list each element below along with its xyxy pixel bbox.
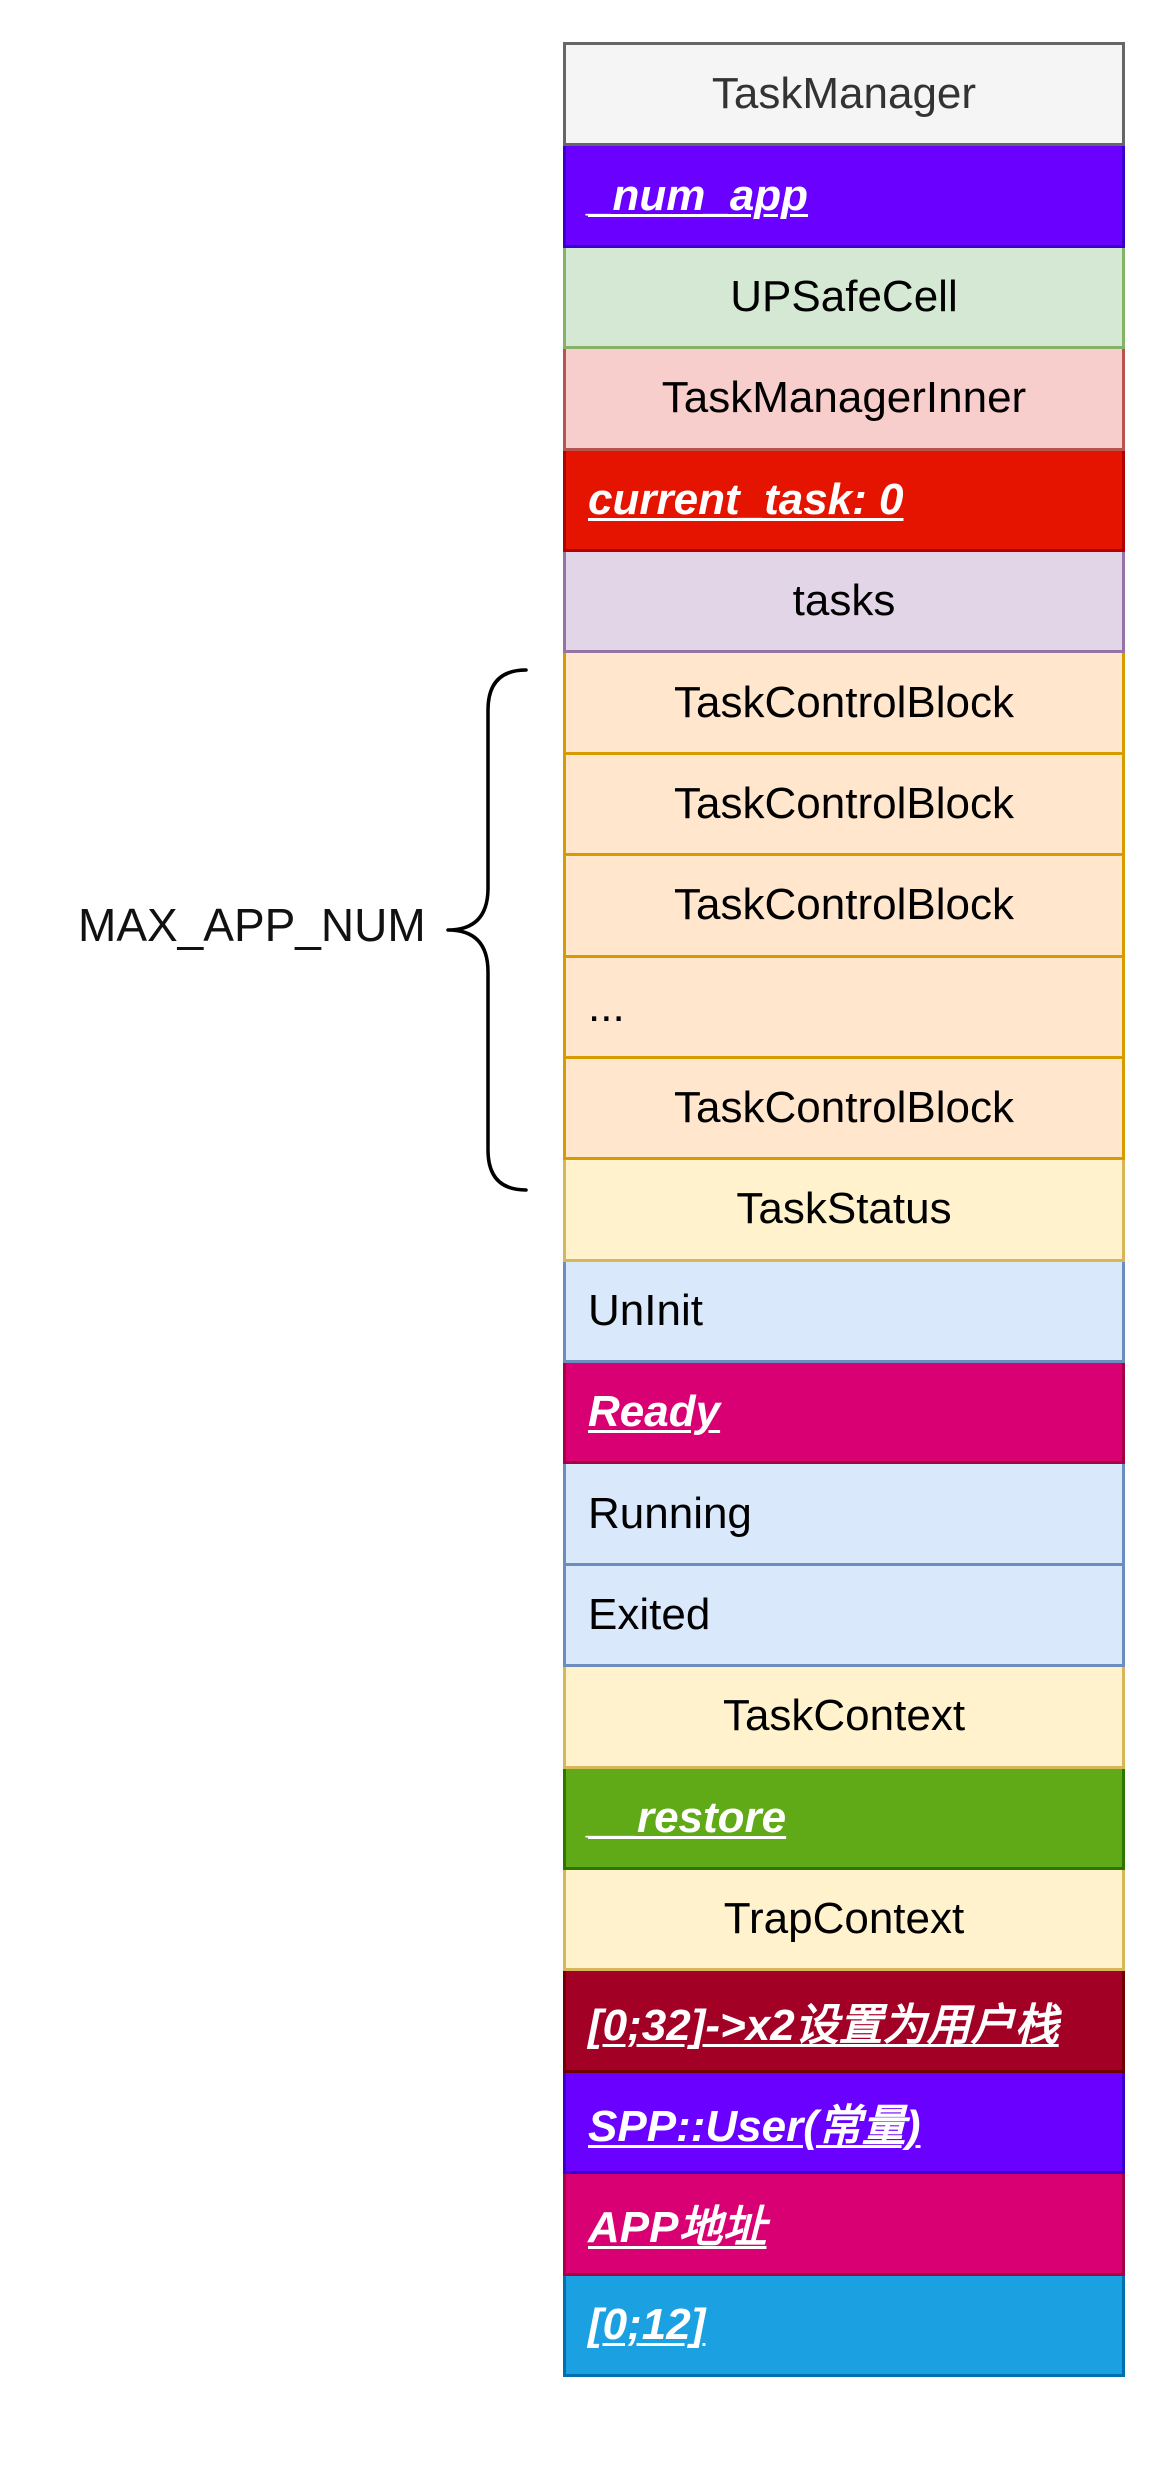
task-control-block-last: TaskControlBlock [563,1055,1125,1161]
status-running: Running [563,1461,1125,1566]
task-control-block-2: TaskControlBlock [563,751,1125,857]
task-control-block-ellipsis: ... [563,954,1125,1059]
task-manager-header: TaskManager [563,42,1125,147]
trap-context-header: TrapContext [563,1867,1125,1972]
app-address-field: APP地址 [563,2171,1125,2276]
status-exited: Exited [563,1562,1125,1668]
range-field: [0;12] [563,2272,1125,2377]
task-manager-inner-header: TaskManagerInner [563,346,1125,451]
restore-field: __restore [563,1765,1125,1871]
task-status-header: TaskStatus [563,1157,1125,1262]
tasks-header: tasks [563,548,1125,654]
task-control-block-1: TaskControlBlock [563,650,1125,755]
task-context-header: TaskContext [563,1664,1125,1769]
status-ready: Ready [563,1360,1125,1465]
spp-field: SPP::User(常量) [563,2069,1125,2175]
task-control-block-3: TaskControlBlock [563,853,1125,958]
registers-field: [0;32]->x2设置为用户栈 [563,1968,1125,2073]
num-app-field: _num_app [563,143,1125,248]
current-task-field: current_task: 0 [563,447,1125,552]
brace-icon [446,668,528,1192]
brace-label: MAX_APP_NUM [78,899,426,951]
status-uninit: UnInit [563,1258,1125,1364]
upsafecell-header: UPSafeCell [563,244,1125,350]
